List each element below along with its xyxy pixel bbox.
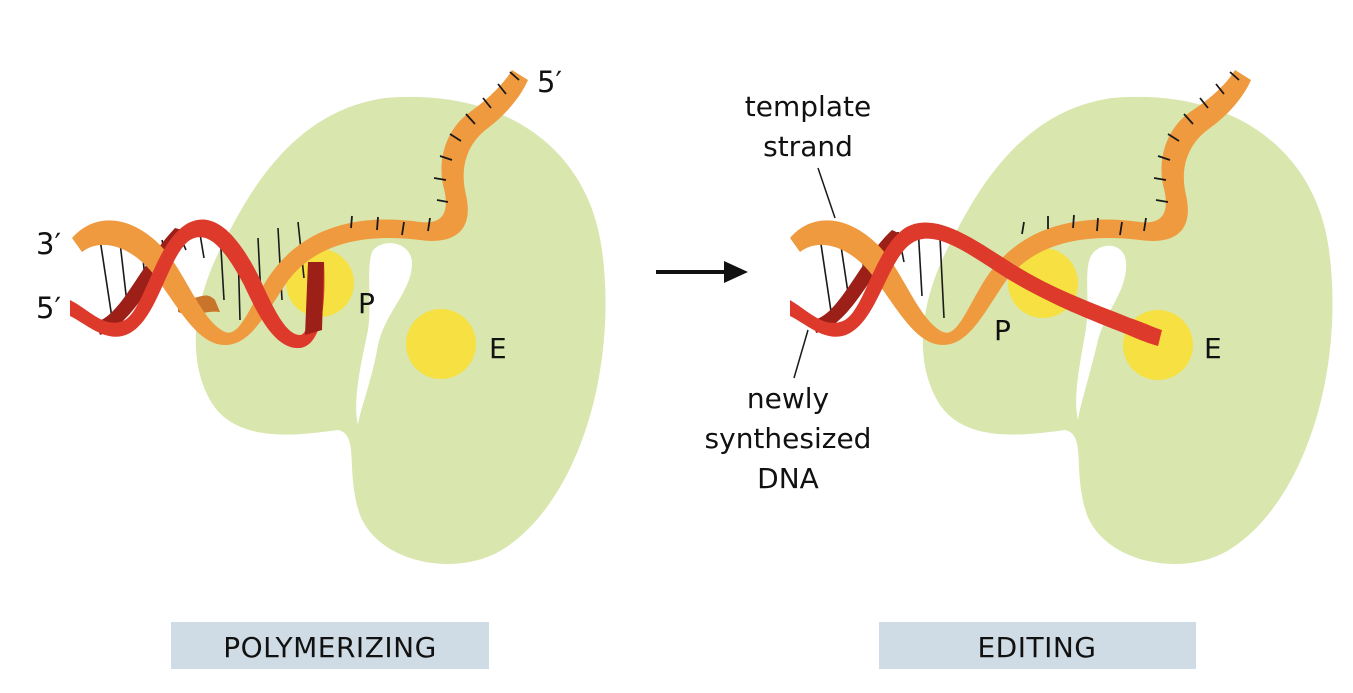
template-strand-leader <box>817 167 836 219</box>
polymerizing-label-box <box>171 622 489 669</box>
label-site-e-editing: E <box>1204 332 1222 365</box>
polymerase-cleft-editing <box>1076 245 1127 420</box>
new-dna-leader <box>793 329 809 379</box>
editing-panel: template strand newly synthesized DNA P … <box>705 70 1333 669</box>
label-5-prime-end-top: 5′ <box>537 65 562 99</box>
polymerase-cleft <box>356 243 413 425</box>
polymerizing-label: POLYMERIZING <box>223 631 437 664</box>
label-3-prime-end: 3′ <box>36 227 61 261</box>
polymerase-body <box>195 96 606 564</box>
label-site-p-editing: P <box>994 314 1011 347</box>
newly-synthesized-strand-editing <box>790 222 1162 346</box>
new-dna-label-line3: DNA <box>757 462 819 495</box>
exonuclease-site-e <box>406 309 476 379</box>
template-strand-label-line2: strand <box>763 130 853 163</box>
newly-synthesized-strand <box>70 219 325 349</box>
new-strand-3prime-end <box>305 262 324 335</box>
editing-label: EDITING <box>977 631 1096 664</box>
template-backbone-ticks <box>350 71 520 236</box>
template-backbone-ticks-editing <box>1021 71 1240 236</box>
new-dna-label-line2: synthesized <box>705 422 872 455</box>
editing-label-box <box>879 622 1196 669</box>
polymerizing-panel: 3′ 5′ 5′ P E POLYMERIZING <box>36 65 606 669</box>
label-site-e: E <box>489 332 507 365</box>
label-site-p: P <box>358 287 375 320</box>
label-5-prime-end-left: 5′ <box>36 291 61 325</box>
right-arrow-icon <box>656 261 748 283</box>
new-dna-label-line1: newly <box>747 382 829 415</box>
template-strand-label-line1: template <box>745 90 871 123</box>
